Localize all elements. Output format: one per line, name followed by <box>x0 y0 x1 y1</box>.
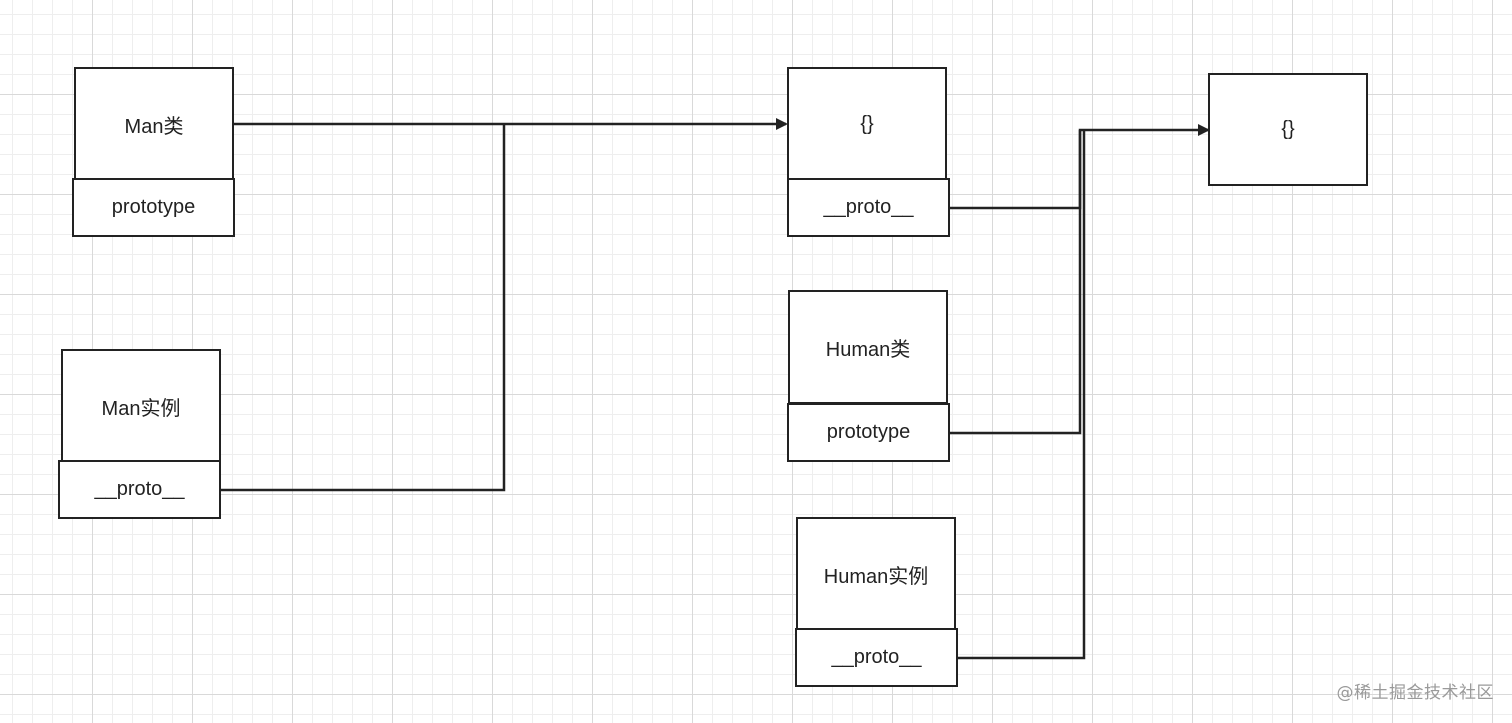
obj-middle-proto-field: __proto__ <box>787 178 950 237</box>
edge-human-instance-proto <box>957 130 1086 660</box>
watermark-text: @稀土掘金技术社区 <box>1336 683 1494 703</box>
human-instance-proto-label: __proto__ <box>831 646 922 668</box>
man-instance-node: Man实例 <box>61 349 221 463</box>
edge-man-instance-proto <box>220 124 506 492</box>
human-class-prototype-field: prototype <box>787 403 950 462</box>
man-instance-label: Man实例 <box>101 397 181 420</box>
human-instance-label: Human实例 <box>823 565 929 588</box>
human-class-node: Human类 <box>788 290 948 404</box>
edge-human-class-prototype <box>949 130 1082 435</box>
edge-obj-middle-proto <box>949 124 1210 210</box>
obj-middle-node: {} <box>787 67 947 181</box>
obj-middle-proto-label: __proto__ <box>823 196 914 218</box>
man-instance-proto-label: __proto__ <box>94 478 185 500</box>
man-instance-proto-field: __proto__ <box>58 460 221 519</box>
human-instance-node: Human实例 <box>796 517 956 631</box>
obj-root-label: {} <box>1281 118 1295 140</box>
human-class-prototype-label: prototype <box>826 421 911 443</box>
man-class-node: Man类 <box>74 67 234 181</box>
obj-root-node: {} <box>1208 73 1368 186</box>
human-class-label: Human类 <box>825 338 911 361</box>
man-class-prototype-label: prototype <box>111 196 196 218</box>
obj-middle-label: {} <box>860 112 874 135</box>
human-instance-proto-field: __proto__ <box>795 628 958 687</box>
man-class-label: Man类 <box>124 115 184 138</box>
man-class-prototype-field: prototype <box>72 178 235 237</box>
